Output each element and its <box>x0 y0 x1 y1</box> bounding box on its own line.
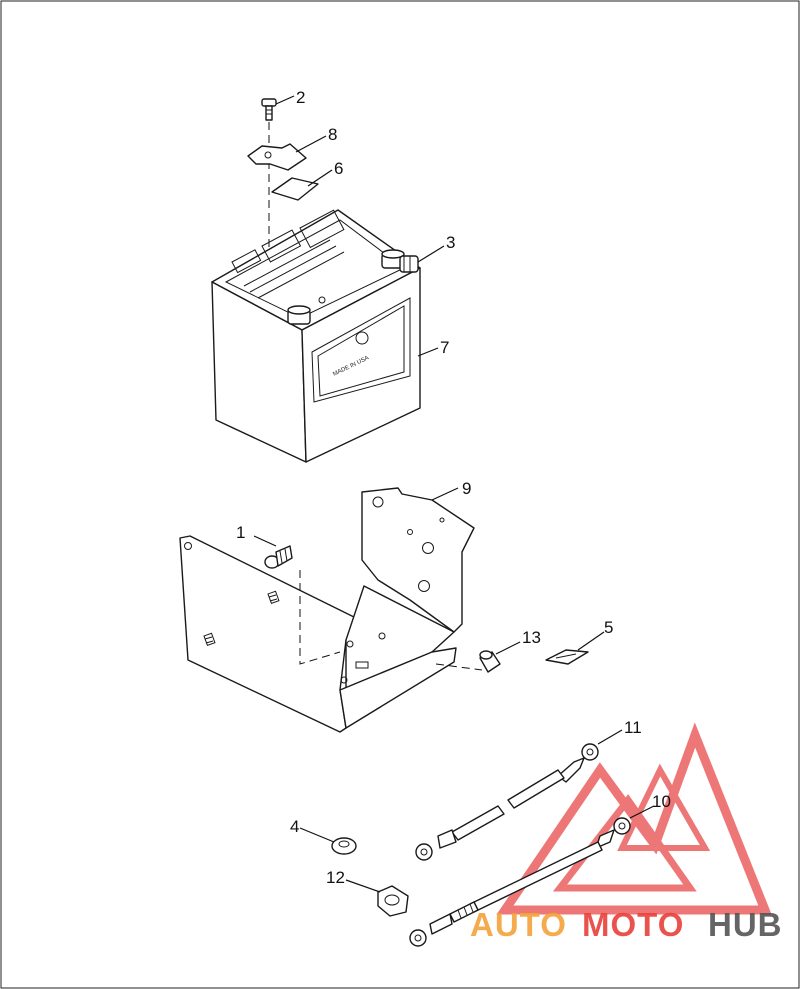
part-nut-12 <box>377 885 409 917</box>
leader-lines <box>253 95 655 893</box>
callout-12: 12 <box>326 868 345 887</box>
watermark-moto: MOTO <box>582 906 684 943</box>
part-clip-8 <box>247 143 307 171</box>
watermark-wordmark: AUTO MOTO HUB <box>470 906 783 943</box>
part-pad-6 <box>271 177 319 201</box>
callout-8: 8 <box>328 125 337 144</box>
callouts: 2 8 6 3 7 9 1 13 5 11 10 4 12 <box>236 88 671 887</box>
watermark-logo <box>496 722 772 915</box>
part-battery-7: MADE IN USA <box>211 209 421 463</box>
part-spacer-13 <box>479 650 501 673</box>
alignment-line-1 <box>299 570 341 665</box>
part-cable-11 <box>415 743 599 861</box>
callout-4: 4 <box>290 817 299 836</box>
callout-13: 13 <box>522 628 541 647</box>
part-screw-2 <box>261 98 277 121</box>
callout-10: 10 <box>652 792 671 811</box>
callout-9: 9 <box>462 479 471 498</box>
part-bolt-3 <box>399 255 419 273</box>
callout-2: 2 <box>296 88 305 107</box>
part-cable-10 <box>409 817 631 947</box>
watermark-hub: HUB <box>708 906 783 943</box>
callout-6: 6 <box>334 159 343 178</box>
callout-3: 3 <box>446 233 455 252</box>
part-washer-4 <box>331 837 357 855</box>
callout-1: 1 <box>236 523 245 542</box>
callout-11: 11 <box>624 718 642 737</box>
alignment-line-13 <box>435 663 483 671</box>
callout-7: 7 <box>440 338 449 357</box>
part-label-5 <box>545 649 589 665</box>
callout-5: 5 <box>604 618 613 637</box>
part-screw-1 <box>264 545 293 569</box>
part-tray-9 <box>179 487 475 733</box>
watermark-auto: AUTO <box>470 906 567 943</box>
